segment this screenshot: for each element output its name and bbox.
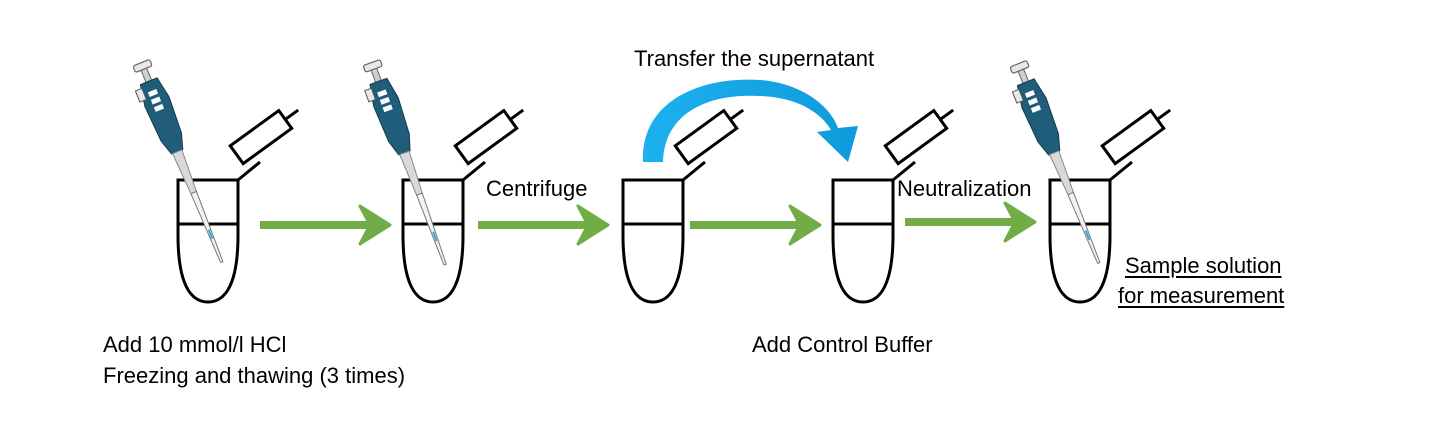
sample-label-line2: for measurement [1118,283,1285,308]
arrow-icon-4 [903,201,1037,243]
add-hcl-label: Add 10 mmol/l HCl [103,332,287,357]
tube-icon-3 [621,99,752,304]
arrow-icon-1 [258,204,392,246]
transfer-label: Transfer the supernatant [634,46,875,71]
freeze-thaw-label: Freezing and thawing (3 times) [103,363,406,388]
pipette-icon-1 [125,56,235,270]
arrow-icon-2 [476,204,610,246]
neutralization-label: Neutralization [897,176,1032,201]
pipette-icon-3 [1002,57,1112,271]
centrifuge-label: Centrifuge [486,176,588,201]
arrow-icon-3 [688,204,822,246]
sample-label-line1: Sample solution [1125,253,1282,278]
transfer-arrow-icon [642,79,858,162]
add-buffer-label: Add Control Buffer [752,332,933,357]
